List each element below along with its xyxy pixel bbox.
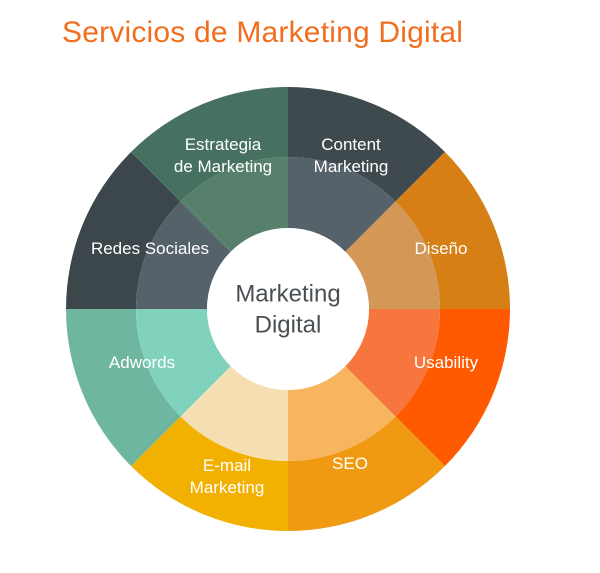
segment-label-line: de Marketing [174, 157, 272, 176]
center-disc [207, 228, 369, 390]
segment-label-diseno: Diseño [415, 239, 468, 258]
segment-label-line: Redes Sociales [91, 239, 209, 258]
segment-label-line: Content [321, 135, 381, 154]
segment-label-line: SEO [332, 454, 368, 473]
outer-segment-adwords [66, 309, 181, 466]
page-title: Servicios de Marketing Digital [62, 16, 464, 49]
segment-label-line: Usability [414, 353, 479, 372]
segment-label-line: Marketing [190, 478, 265, 497]
segment-label-seo: SEO [332, 454, 368, 473]
outer-segment-diseno [395, 152, 510, 309]
inner-segment-estrategia-de-marketing [180, 157, 288, 252]
segment-label-redes-sociales: Redes Sociales [91, 239, 209, 258]
inner-segment-content-marketing [288, 157, 396, 252]
segment-label-usability: Usability [414, 353, 479, 372]
inner-segment-seo [288, 366, 396, 461]
outer-segment-estrategia-de-marketing [131, 87, 288, 202]
segment-label-line: E-mail [203, 456, 251, 475]
inner-segment-adwords [136, 309, 231, 417]
outer-segment-email-marketing [131, 416, 288, 531]
inner-segment-email-marketing [180, 366, 288, 461]
inner-segment-redes-sociales [136, 201, 231, 309]
segment-label-line: Adwords [109, 353, 175, 372]
segment-label-estrategia-de-marketing: Estrategia de Marketing [174, 135, 272, 176]
inner-segment-usability [345, 309, 440, 417]
outer-segment-content-marketing [288, 87, 445, 202]
outer-ring [66, 87, 511, 531]
center-label-line: Marketing [235, 281, 340, 308]
outer-segment-redes-sociales [66, 152, 181, 309]
outer-segment-seo [288, 416, 445, 531]
segment-label-line: Diseño [415, 239, 468, 258]
segment-label-adwords: Adwords [109, 353, 175, 372]
inner-segment-diseno [345, 201, 440, 309]
center-label-line: Digital [255, 312, 322, 339]
inner-ring [136, 157, 440, 461]
outer-segment-usability [395, 309, 511, 466]
segment-label-line: Estrategia [185, 135, 262, 154]
segment-label-line: Marketing [314, 157, 389, 176]
